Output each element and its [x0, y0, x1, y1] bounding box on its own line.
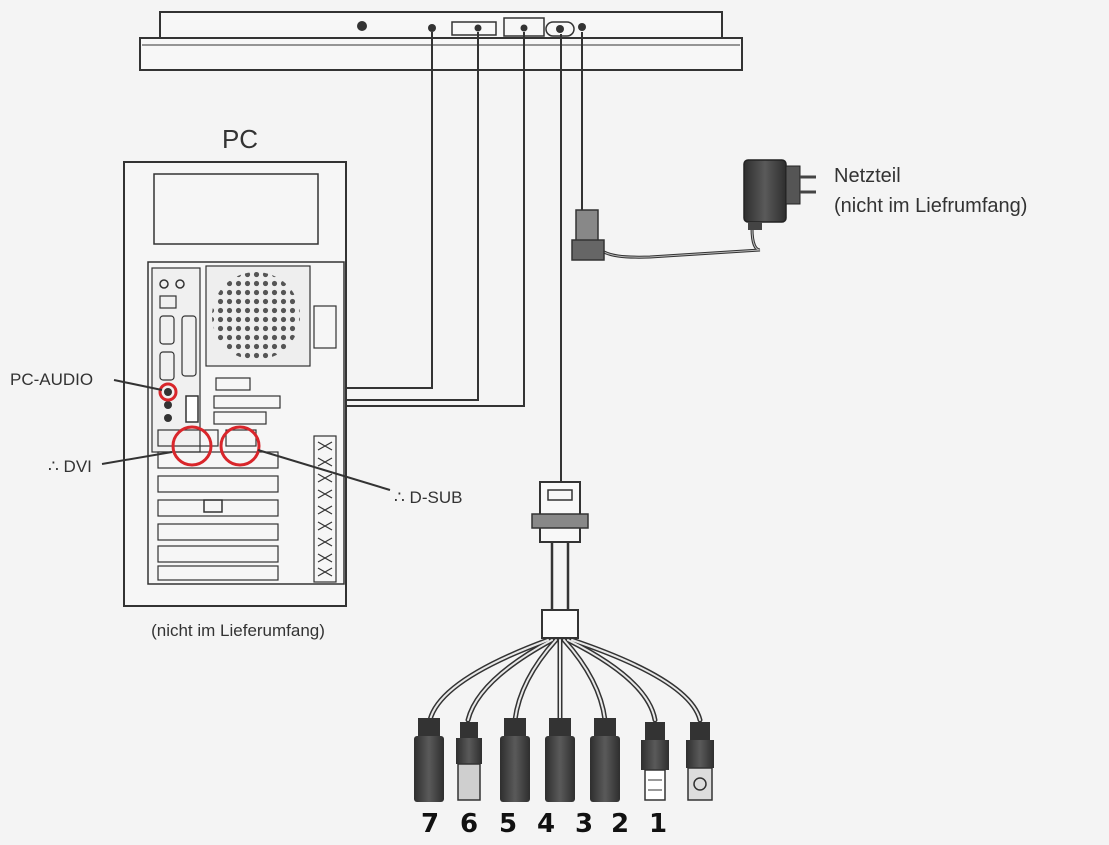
- pc-audio-label: PC-AUDIO: [10, 370, 93, 389]
- connector-number: 1: [649, 809, 667, 839]
- monitor-port-dvi: [451, 21, 497, 36]
- connector-4-icon: [545, 718, 575, 802]
- monitor-bottom: [139, 11, 743, 71]
- connector-number: 6: [460, 809, 478, 839]
- pc-tower: PC: [123, 124, 347, 640]
- power-supply-label: Netzteil: [834, 165, 901, 187]
- dvi-highlight: [171, 425, 213, 467]
- connector-2-icon: [641, 722, 669, 801]
- fan-vent-icon: [212, 272, 300, 360]
- dvi-label: ∴ DVI: [48, 457, 92, 476]
- connector-number: 5: [499, 809, 517, 839]
- monitor-button-icon: [357, 21, 367, 31]
- connector-number: 2: [611, 809, 629, 839]
- connector-number: 4: [537, 809, 555, 839]
- dsub-highlight: [219, 425, 261, 467]
- connector-number: 7: [421, 809, 439, 839]
- end-connectors: [414, 718, 714, 802]
- connector-3-icon: [590, 718, 620, 802]
- dsub-label: ∴ D-SUB: [394, 488, 462, 507]
- connector-7-icon: [414, 718, 444, 802]
- connector-6-icon: [456, 722, 482, 801]
- monitor-port-audio: [428, 24, 436, 32]
- wall-adapter-icon: [743, 159, 787, 223]
- pc-note: (nicht im Lieferumfang): [151, 621, 325, 640]
- connector-number: 3: [575, 809, 593, 839]
- pc-audio-highlight: [158, 382, 178, 402]
- multi-connector-icon: [539, 481, 581, 543]
- breakout-cable: [427, 481, 703, 723]
- monitor-port-power: [578, 23, 586, 31]
- power-adapter: Netzteil (nicht im Liefrumfang): [571, 159, 1027, 261]
- power-supply-note: (nicht im Liefrumfang): [834, 195, 1027, 217]
- dc-plug-icon: [575, 209, 599, 245]
- connector-5-icon: [500, 718, 530, 802]
- connector-numbers: 7 6 5 4 3 2 1: [421, 809, 667, 839]
- pc-label: PC: [222, 124, 258, 154]
- connector-1-icon: [686, 722, 714, 801]
- pc-callouts: PC-AUDIO ∴ DVI ∴ D-SUB: [10, 370, 462, 507]
